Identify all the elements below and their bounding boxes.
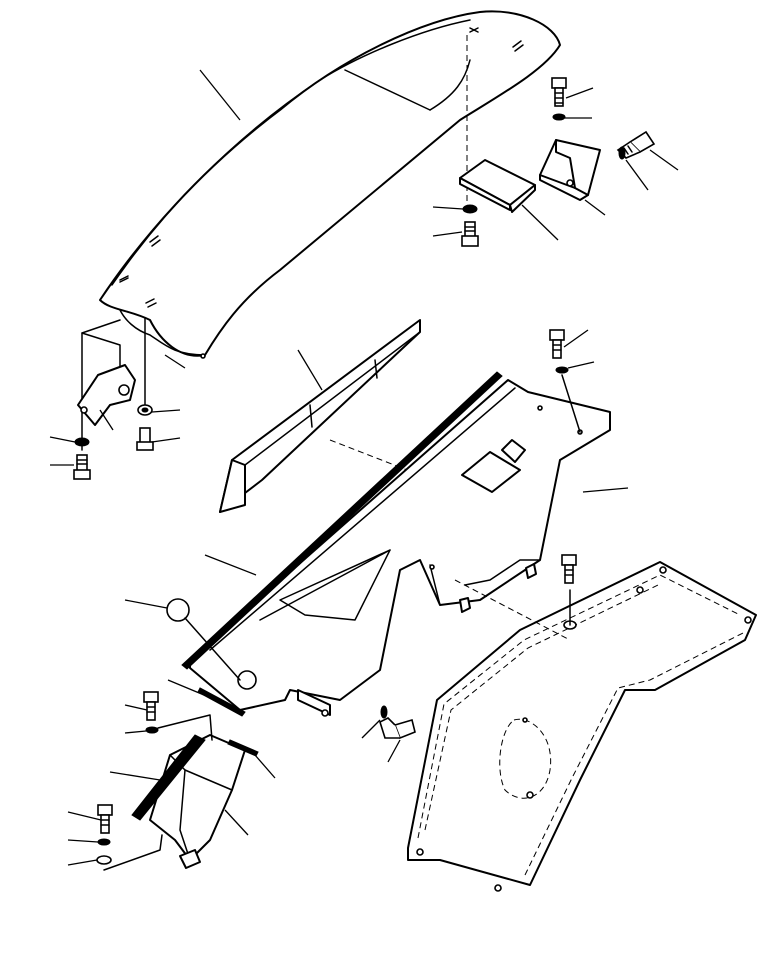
leader-fender-body xyxy=(582,487,629,493)
washer-body-side xyxy=(380,705,388,719)
washer-left xyxy=(74,437,90,447)
cover-rivets xyxy=(119,27,524,308)
leader-washer-lower-left-top xyxy=(124,730,147,734)
bolt-top-right xyxy=(551,77,567,107)
leader-bolt-lower-left-bottom xyxy=(67,811,102,821)
guide-body-top xyxy=(561,374,581,433)
bolt-lower-left-top xyxy=(143,691,159,721)
leader-lower-cover xyxy=(224,809,249,836)
seal-strip xyxy=(181,371,503,670)
angle-bracket-right xyxy=(539,139,601,201)
washer-lower-left-1 xyxy=(97,838,111,846)
leader-washer-body-top xyxy=(567,361,595,369)
under-plate xyxy=(407,561,757,892)
leader-cover-hole xyxy=(164,354,186,369)
leader-plate xyxy=(521,204,559,241)
leader-washer-left xyxy=(49,436,76,443)
leader-plug xyxy=(124,599,168,609)
guide-wedge xyxy=(329,439,421,476)
leader-bolt-body-side xyxy=(387,739,401,763)
leader-lower-strip xyxy=(109,771,161,781)
mounting-plate-right xyxy=(459,159,536,213)
fender-cover xyxy=(99,10,561,359)
left-bracket xyxy=(77,364,136,426)
bolt-under-plate-right xyxy=(561,554,577,584)
guide-plug xyxy=(184,617,241,681)
leader-washer-lower-left-1 xyxy=(67,839,99,843)
leader-left-bracket xyxy=(99,409,114,431)
washer-under-plate xyxy=(462,204,478,214)
nut-left xyxy=(137,404,153,416)
leader-fender-cover xyxy=(199,69,241,121)
leader-small-seal xyxy=(254,754,276,779)
leader-bolt-top-right xyxy=(565,87,594,99)
washer-side-right xyxy=(618,146,626,160)
washer-lower-left-2 xyxy=(96,855,112,865)
leader-bolt-body-top xyxy=(563,329,589,348)
guide-lower-left-top xyxy=(157,714,213,741)
guide-under-plate xyxy=(454,579,571,641)
leader-angle-bracket xyxy=(584,199,606,216)
bolt-left-low xyxy=(73,454,91,480)
leader-washer-lower-left-2 xyxy=(67,859,98,866)
bolt-left-mid xyxy=(136,427,154,451)
leader-wedge-cover xyxy=(297,349,323,391)
wedge-cover xyxy=(219,319,421,513)
guide-lower-left-bottom xyxy=(103,834,163,871)
leader-washer-body-side xyxy=(361,719,381,739)
leader-bolt-lower-left-top xyxy=(124,704,148,711)
guide-small-seal xyxy=(167,679,241,711)
leader-washer-under-plate xyxy=(432,206,464,210)
washer-top-right xyxy=(552,113,566,121)
fender-body xyxy=(189,379,611,717)
washer-body-top xyxy=(555,366,569,374)
bolt-lower-left-bottom xyxy=(97,804,113,834)
washer-lower-left-top xyxy=(145,726,159,734)
bolt-body-side xyxy=(379,717,416,740)
lower-cover xyxy=(149,734,246,869)
bolt-side-right xyxy=(616,130,656,159)
leader-washer-side-right xyxy=(625,159,649,191)
bolt-body-top xyxy=(549,329,565,359)
bolt-under-plate xyxy=(461,221,479,247)
leader-nut-left xyxy=(151,409,181,413)
leader-seal-strip xyxy=(204,554,257,576)
plug xyxy=(166,598,190,622)
leader-bolt-side-right xyxy=(649,149,679,171)
leader-bolt-under-plate xyxy=(432,231,463,237)
lower-strip xyxy=(131,734,206,821)
leader-bolt-left-mid xyxy=(151,437,181,443)
